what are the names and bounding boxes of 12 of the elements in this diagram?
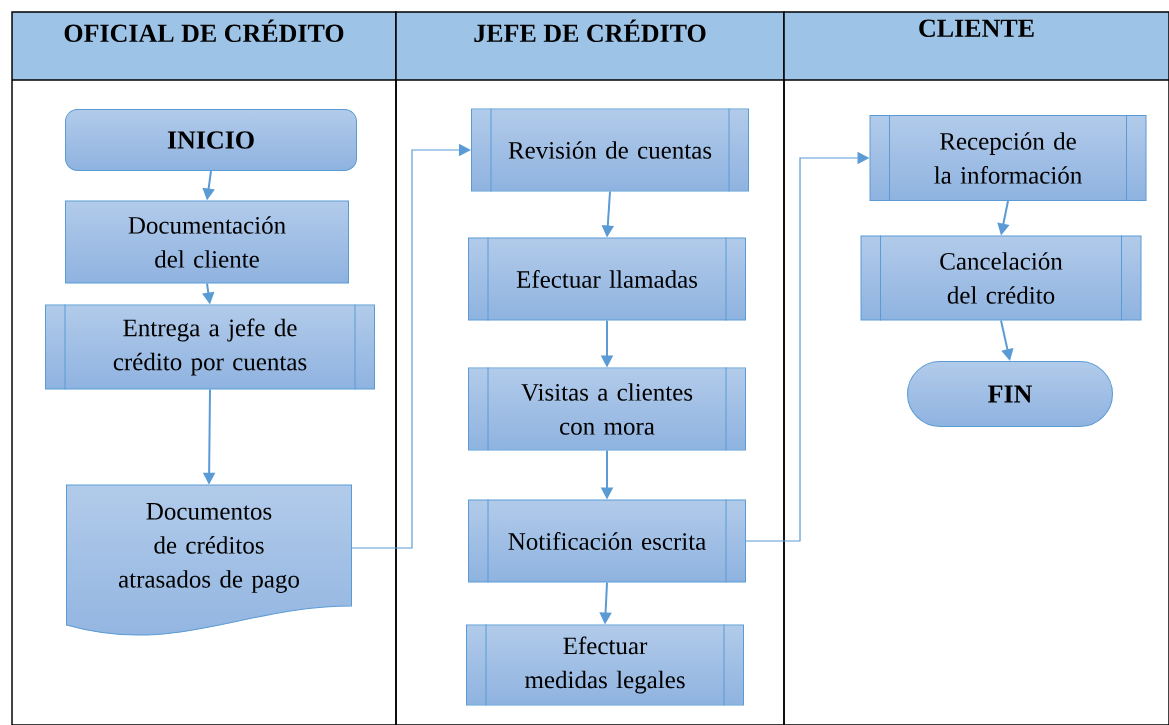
subprocess-box: Cancelación del crédito (860, 235, 1142, 321)
subprocess-box: Visitas a clientes con mora (468, 367, 746, 451)
end-terminal: FIN (907, 361, 1113, 427)
process-box: Documentación del cliente (65, 200, 349, 284)
subprocess-box: Efectuar llamadas (468, 237, 746, 321)
subprocess-box: Efectuar medidas legales (466, 624, 744, 706)
subprocess-box: Notificación escrita (468, 499, 746, 583)
start-terminal: INICIO (65, 109, 357, 171)
subprocess-box: Entrega a jefe de crédito por cuentas (45, 304, 375, 390)
subprocess-box: Revisión de cuentas (471, 108, 749, 192)
arrow (351, 143, 471, 549)
subprocess-box: Recepción de la información (869, 114, 1147, 202)
